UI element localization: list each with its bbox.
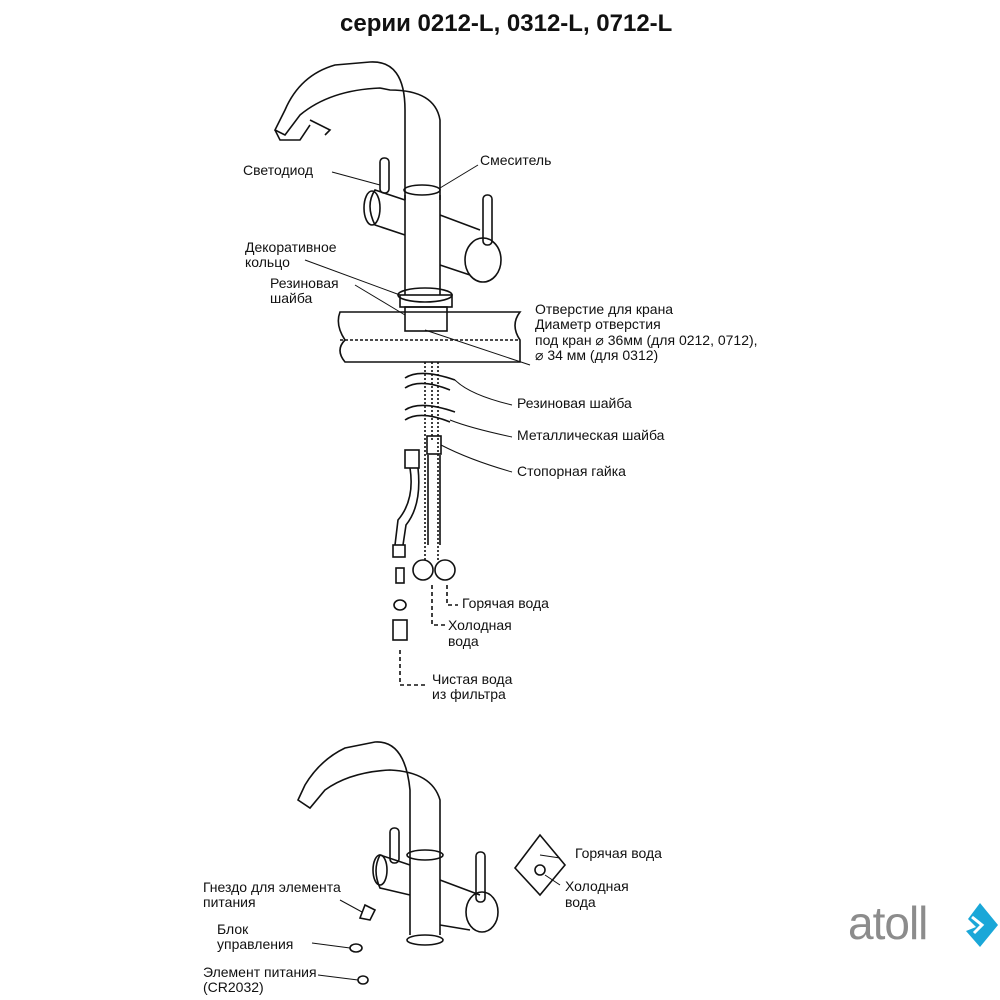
label-hole-4: ⌀ 34 мм (для 0312): [535, 347, 659, 363]
label-hole-2: Диаметр отверстия: [535, 316, 661, 332]
leader-lines-bottom: [311, 854, 561, 981]
label-rubber-washer-top-2: шайба: [270, 290, 313, 306]
label-hot-water-bottom: Горячая вода: [575, 845, 662, 861]
label-battery-1: Элемент питания: [203, 964, 317, 980]
label-clean-water-2: из фильтра: [432, 686, 506, 702]
label-mixer: Смеситель: [480, 152, 552, 168]
label-metal-washer: Металлическая шайба: [517, 427, 665, 443]
faucet-bottom: [296, 741, 567, 985]
faucet-top: [273, 61, 522, 686]
label-decor-ring-1: Декоративное: [245, 239, 337, 255]
label-cold-water-1: Холодная: [448, 617, 512, 633]
label-rubber-washer: Резиновая шайба: [517, 395, 632, 411]
label-cold-water-bottom-2: вода: [565, 894, 596, 910]
atoll-logo-icon: [966, 903, 998, 947]
label-led: Светодиод: [243, 162, 314, 178]
label-cold-water-2: вода: [448, 633, 479, 649]
label-battery-socket-1: Гнездо для элемента: [203, 879, 341, 895]
label-decor-ring-2: кольцо: [245, 254, 290, 270]
page-title: серии 0212-L, 0312-L, 0712-L: [340, 10, 673, 37]
label-battery-2: (CR2032): [203, 979, 264, 995]
label-rubber-washer-top-1: Резиновая: [270, 275, 339, 291]
label-cold-water-bottom-1: Холодная: [565, 878, 629, 894]
leader-lines: [304, 164, 531, 473]
label-clean-water-1: Чистая вода: [432, 671, 513, 687]
label-control-unit-2: управления: [217, 936, 294, 952]
label-control-unit-1: Блок: [217, 921, 249, 937]
label-lock-nut: Стопорная гайка: [517, 463, 626, 479]
label-battery-socket-2: питания: [203, 894, 256, 910]
label-hole-3: под кран ⌀ 36мм (для 0212, 0712),: [535, 332, 758, 348]
atoll-logo-text: atoll: [848, 897, 928, 949]
label-hot-water: Горячая вода: [462, 595, 549, 611]
label-hole-1: Отверстие для крана: [535, 301, 674, 317]
